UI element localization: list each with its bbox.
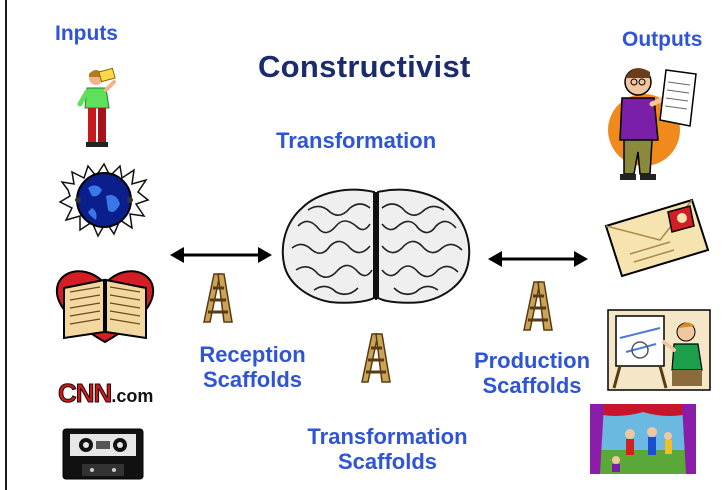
theater-stage-icon [590,404,696,474]
transformation-label: Transformation [276,128,437,153]
cnn-logo: CNN.com [57,378,154,409]
person-reading-icon [77,67,116,147]
presenter-with-paper-icon [608,68,697,180]
open-book-icon [55,270,155,344]
left-border-line [5,0,7,490]
production-scaffolds-label: Production Scaffolds [473,348,591,399]
outputs-label: Outputs [622,28,703,51]
diagram-title: Constructivist [258,49,471,84]
double-arrow-icon [170,247,272,263]
inputs-label: Inputs [55,22,118,45]
reception-scaffolds-label: Reception Scaffolds [199,342,306,393]
ladder-icon [361,333,391,383]
person-at-easel-icon [607,309,711,391]
transformation-scaffolds-label: Transformation Scaffolds [307,424,468,475]
ladder-icon [523,281,553,331]
envelope-icon [604,198,710,278]
ladder-icon [203,273,233,323]
cassette-tape-icon [62,428,144,480]
double-arrow-icon [488,251,588,267]
brain-icon [281,188,471,304]
globe-icon [58,162,150,238]
